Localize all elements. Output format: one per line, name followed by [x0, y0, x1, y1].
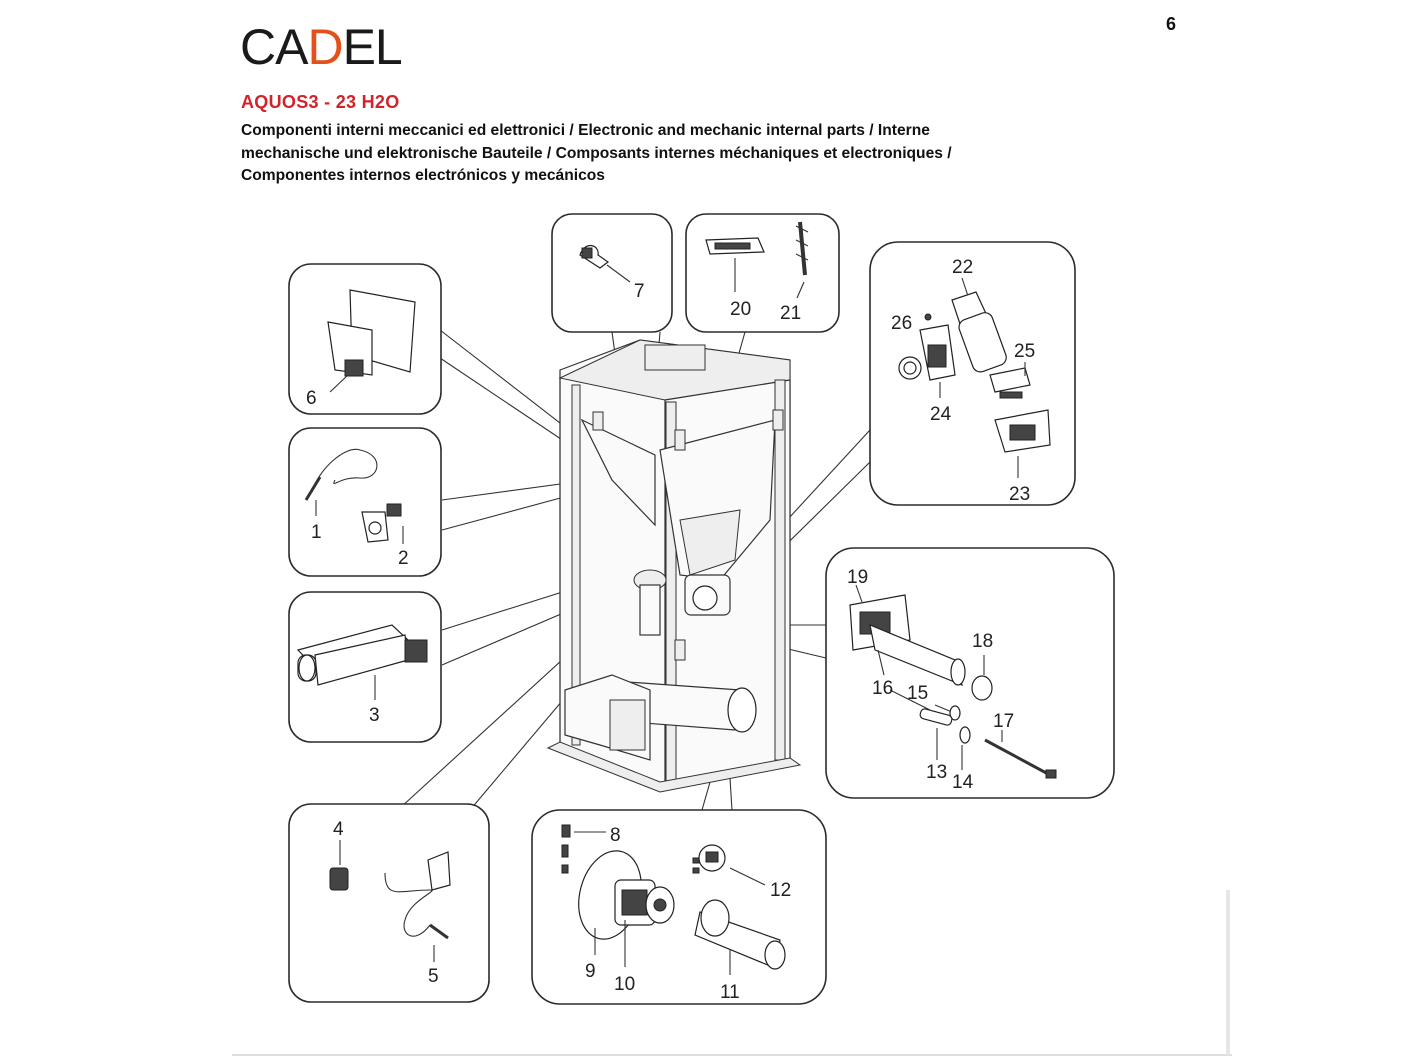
callout-8: 8 — [610, 825, 621, 846]
cadel-logo: CADEL — [240, 19, 403, 75]
callout-9: 9 — [585, 961, 596, 982]
callout-14: 14 — [952, 772, 974, 793]
page-number: 6 — [1166, 14, 1177, 34]
box-part-1-2 — [288, 427, 442, 577]
callout-23: 23 — [1009, 484, 1030, 505]
callout-3: 3 — [369, 705, 380, 726]
box-part-8-12 — [531, 809, 827, 1005]
callout-16: 16 — [872, 678, 893, 699]
box-part-7 — [551, 213, 673, 333]
callout-24: 24 — [930, 404, 952, 425]
callout-26: 26 — [891, 313, 912, 334]
description-line-1: Componenti interni meccanici ed elettron… — [241, 122, 930, 139]
callout-1: 1 — [311, 522, 322, 543]
callout-25: 25 — [1014, 341, 1035, 362]
callout-17: 17 — [993, 711, 1014, 732]
bottom-rule — [232, 1054, 1232, 1056]
parts-description: Componenti interni meccanici ed elettron… — [241, 120, 1121, 188]
model-title: AQUOS3 - 23 H2O — [241, 92, 400, 112]
callout-4: 4 — [333, 819, 344, 840]
callout-11: 11 — [720, 982, 740, 1003]
box-part-13-19 — [825, 547, 1115, 799]
stove-frame — [546, 339, 802, 793]
callout-7: 7 — [634, 281, 645, 302]
callout-15: 15 — [907, 683, 928, 704]
callout-19: 19 — [847, 567, 868, 588]
box-part-22-26 — [869, 241, 1076, 506]
description-line-2: mechanische und elektronische Bauteile /… — [241, 144, 952, 162]
box-part-6 — [288, 263, 442, 415]
callout-13: 13 — [926, 762, 947, 783]
side-rule — [1226, 890, 1230, 1055]
callout-21: 21 — [780, 303, 801, 324]
callout-18: 18 — [972, 631, 993, 652]
box-part-4-5 — [288, 803, 490, 1003]
callout-6: 6 — [306, 388, 317, 409]
box-part-3 — [288, 591, 442, 743]
description-line-3: Componentes internos electrónicos y mecá… — [241, 167, 605, 184]
callout-22: 22 — [952, 257, 973, 278]
callout-5: 5 — [428, 966, 439, 987]
callout-2: 2 — [398, 548, 409, 569]
callout-10: 10 — [614, 974, 635, 995]
box-part-20-21 — [685, 213, 840, 333]
callout-12: 12 — [770, 880, 791, 901]
callout-20: 20 — [730, 299, 751, 320]
